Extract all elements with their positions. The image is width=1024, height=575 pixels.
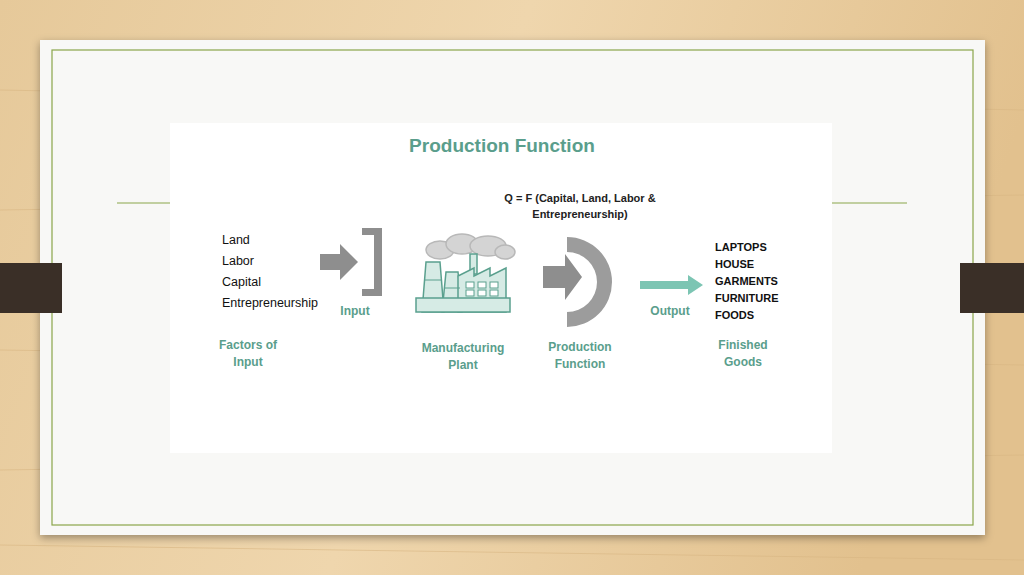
finished-good: HOUSE <box>715 258 865 271</box>
input-factor: Capital <box>222 275 372 290</box>
output-arrow <box>640 275 703 295</box>
input-bracket <box>362 228 382 296</box>
input-factor: Labor <box>222 254 372 269</box>
arrow-caption: Input <box>315 304 395 319</box>
stage-caption: Factors of Input <box>209 337 287 371</box>
stage-caption: Production Function <box>539 339 621 373</box>
stage-caption: Manufacturing Plant <box>413 340 513 374</box>
finished-good: FURNITURE <box>715 292 865 305</box>
diagram-title: Production Function <box>382 135 622 157</box>
figure-panel <box>170 123 832 453</box>
slide-border <box>52 50 973 525</box>
process-arrow <box>543 254 582 300</box>
stage-caption: Finished Goods <box>710 337 776 371</box>
factory-illustration <box>416 234 515 312</box>
input-arrow <box>320 244 358 280</box>
finished-good: LAPTOPS <box>715 241 865 254</box>
arrow-caption: Output <box>630 304 710 319</box>
right-tab <box>960 263 1024 313</box>
formula-text: Q = F (Capital, Land, Labor & Entreprene… <box>485 190 675 222</box>
function-arc <box>567 237 612 327</box>
left-tab <box>0 263 62 313</box>
finished-good: FOODS <box>715 309 865 322</box>
finished-good: GARMENTS <box>715 275 865 288</box>
input-factor: Land <box>222 233 372 248</box>
slide-card <box>40 40 985 535</box>
